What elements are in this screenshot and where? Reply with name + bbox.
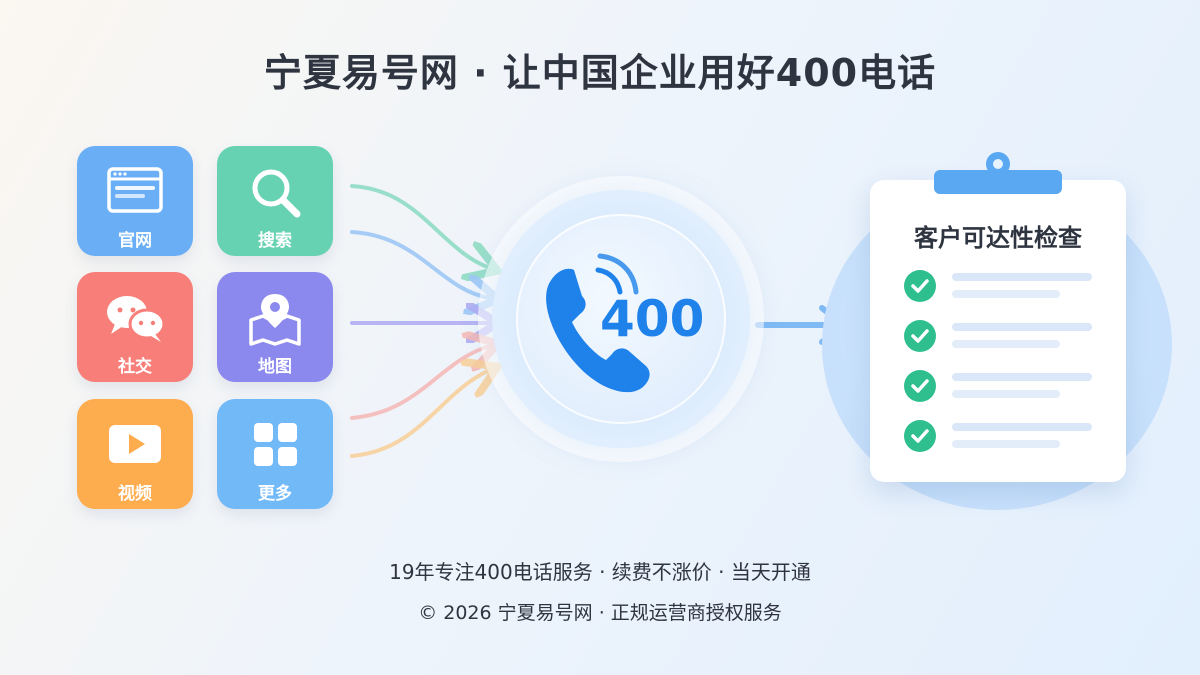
flow-line-social xyxy=(350,346,490,420)
flow-line-video xyxy=(350,370,490,458)
checklist-line xyxy=(952,323,1092,331)
channel-social: 社交 xyxy=(77,272,193,382)
map-pin-icon xyxy=(249,294,301,346)
phone-icon xyxy=(546,253,650,393)
channel-label: 搜索 xyxy=(258,231,292,251)
channel-label: 社交 xyxy=(118,357,152,377)
channel-video: 视频 xyxy=(77,399,193,509)
channel-label: 视频 xyxy=(118,484,152,504)
check-icon xyxy=(904,270,936,302)
checklist-line xyxy=(952,423,1092,431)
check-icon xyxy=(904,320,936,352)
clipboard-clip-icon xyxy=(934,152,1062,194)
checklist-line xyxy=(952,440,1060,448)
footer-tagline: 19年专注400电话服务 · 续费不涨价 · 当天开通 xyxy=(389,560,811,584)
channel-map: 地图 xyxy=(217,272,333,382)
search-icon xyxy=(252,169,301,218)
checklist-board: 客户可达性检查 xyxy=(870,180,1126,482)
channel-more: 更多 xyxy=(217,399,333,509)
channel-website: 官网 xyxy=(77,146,193,256)
flow-line-website xyxy=(350,184,490,268)
browser-icon xyxy=(107,167,163,213)
check-icon xyxy=(904,420,936,452)
checklist-line xyxy=(952,340,1060,348)
channel-label: 官网 xyxy=(118,231,152,251)
channel-label: 更多 xyxy=(258,484,292,504)
hub-number: 400 xyxy=(600,290,705,348)
channel-search: 搜索 xyxy=(217,146,333,256)
checklist-line xyxy=(952,290,1060,298)
check-icon xyxy=(904,370,936,402)
flow-line-search xyxy=(350,230,490,298)
play-icon xyxy=(109,425,161,463)
grid-icon xyxy=(254,423,297,466)
checklist-line xyxy=(952,373,1092,381)
footer-copyright: © 2026 宁夏易号网 · 正规运营商授权服务 xyxy=(418,602,782,624)
checklist-line xyxy=(952,273,1092,281)
checklist-title: 客户可达性检查 xyxy=(914,224,1082,252)
wechat-icon xyxy=(107,296,166,342)
channel-label: 地图 xyxy=(258,357,292,377)
checklist-line xyxy=(952,390,1060,398)
page-title: 宁夏易号网 · 让中国企业用好400电话 xyxy=(263,51,937,95)
